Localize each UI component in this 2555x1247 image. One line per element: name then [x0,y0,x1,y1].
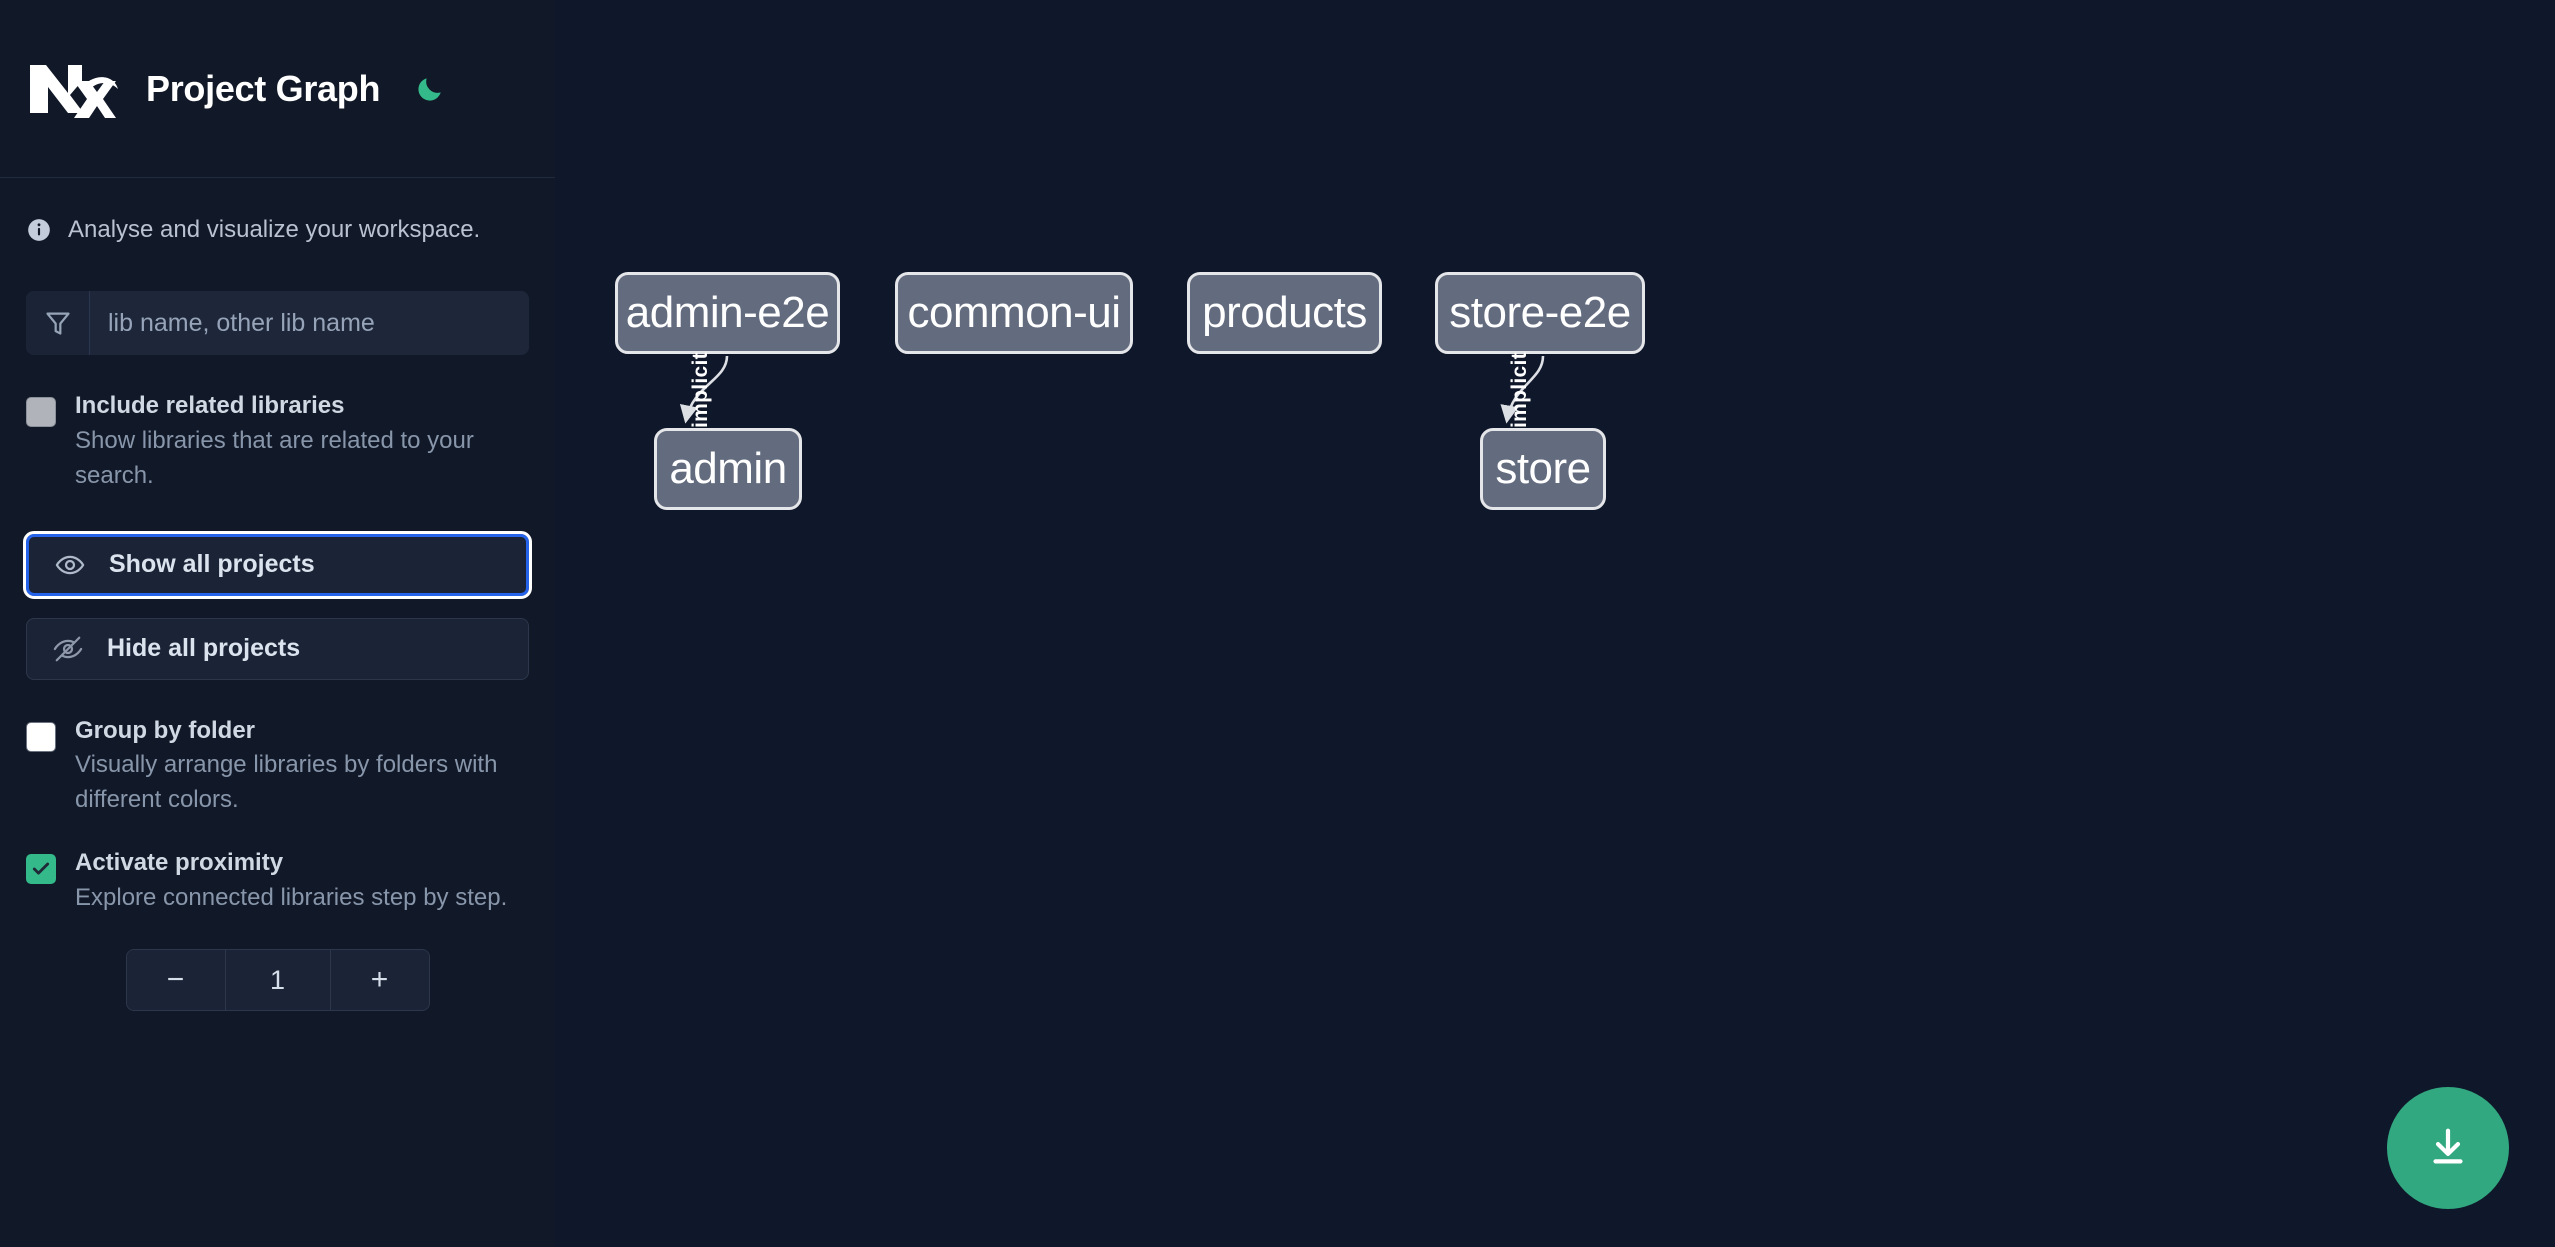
edge-admin-e2e-to-admin[interactable] [679,355,729,424]
graph-node-store[interactable]: store [1480,428,1606,510]
activate-proximity-description: Explore connected libraries step by step… [75,883,508,911]
proximity-value: 1 [224,950,331,1011]
sidebar-tagline: Analyse and visualize your workspace. [26,178,529,275]
option-activate-proximity[interactable]: Activate proximity Explore connected lib… [26,848,529,916]
sidebar-header: Project Graph [0,0,555,178]
graph-node-products[interactable]: products [1187,272,1382,354]
proximity-stepper: − 1 + [125,949,430,1012]
sidebar-body: Analyse and visualize your workspace. In… [0,178,555,1012]
option-group-by-folder[interactable]: Group by folder Visually arrange librari… [26,716,529,818]
sidebar: Project Graph Analyse and visualize your… [0,0,555,1247]
graph-node-label: admin [669,444,787,493]
show-all-projects-label: Show all projects [109,550,315,578]
page-title: Project Graph [146,67,381,109]
edge-label-admin-e2e-to-admin: implicit [689,352,712,428]
graph-node-label: store [1495,444,1591,493]
graph-node-common-ui[interactable]: common-ui [895,272,1133,354]
proximity-decrement-button[interactable]: − [126,950,225,1011]
graph-node-label: store-e2e [1449,288,1631,337]
activate-proximity-checkbox[interactable] [26,853,56,884]
show-all-projects-button[interactable]: Show all projects [23,530,532,599]
group-by-folder-label: Group by folder [75,716,255,744]
option-include-related-libraries[interactable]: Include related libraries Show libraries… [26,391,529,493]
filter-row [26,291,529,356]
include-related-libraries-label: Include related libraries [75,392,345,420]
search-input[interactable] [90,291,529,356]
nx-logo [26,59,120,119]
hide-all-projects-label: Hide all projects [107,634,301,662]
funnel-icon [26,291,90,356]
sidebar-tagline-text: Analyse and visualize your workspace. [68,216,481,243]
graph-node-label: common-ui [907,288,1121,337]
proximity-increment-button[interactable]: + [330,950,429,1011]
graph-node-store-e2e[interactable]: store-e2e [1435,272,1645,354]
proximity-stepper-wrap: − 1 + [26,949,529,1012]
info-icon [26,217,52,243]
graph-node-label: admin-e2e [625,288,830,337]
edge-label-store-e2e-to-store: implicit [1508,352,1531,428]
graph-node-label: products [1202,288,1367,337]
edge-store-e2e-to-store[interactable] [1500,355,1545,424]
include-related-libraries-checkbox[interactable] [26,397,56,428]
download-image-button[interactable] [2387,1087,2509,1209]
graph-canvas[interactable]: admin-e2e admin common-ui products store… [555,0,2555,1247]
eye-icon [55,550,87,580]
moon-icon[interactable] [408,67,452,111]
activate-proximity-label: Activate proximity [75,848,284,876]
hide-all-projects-button[interactable]: Hide all projects [26,617,529,680]
include-related-libraries-description: Show libraries that are related to your … [75,426,474,489]
graph-node-admin[interactable]: admin [654,428,802,510]
group-by-folder-description: Visually arrange libraries by folders wi… [75,751,498,814]
group-by-folder-checkbox[interactable] [26,721,56,752]
graph-node-admin-e2e[interactable]: admin-e2e [615,272,840,354]
eye-off-icon [53,634,85,664]
project-visibility-buttons: Show all projects Hide all projects [23,530,532,680]
download-icon [2425,1124,2471,1173]
graph-edges [679,355,1545,424]
